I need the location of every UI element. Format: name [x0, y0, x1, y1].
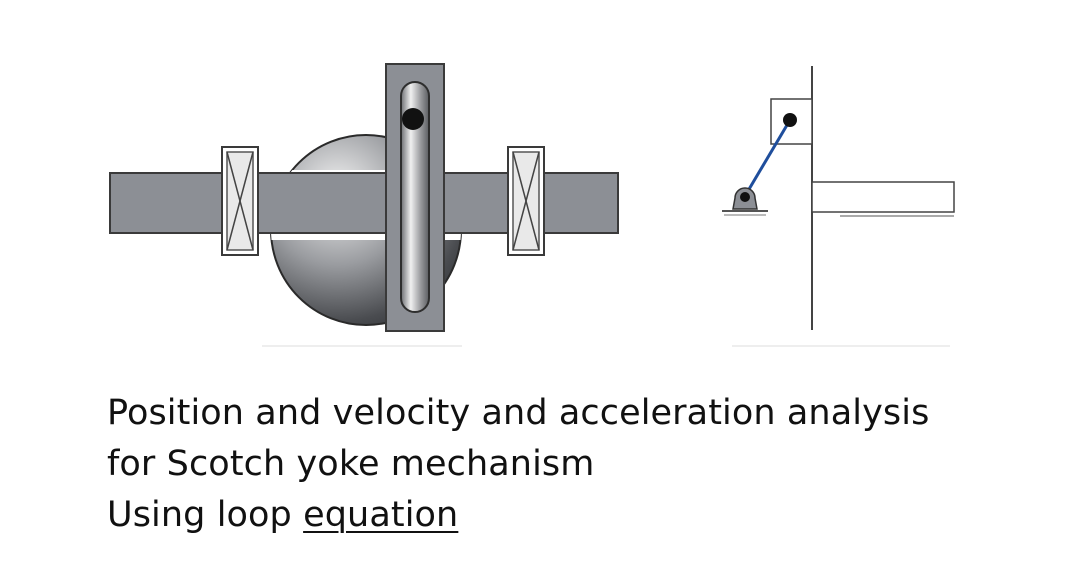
- schematic-output-rod: [811, 181, 955, 213]
- schematic-slider-pin: [783, 113, 797, 127]
- scotch-yoke-drawing: [109, 63, 619, 332]
- caption-line-3-prefix: Using loop: [107, 495, 304, 535]
- right-guide-bearing: [507, 146, 545, 256]
- schematic-crank-link: [743, 119, 792, 197]
- schematic-drawing: [722, 66, 955, 330]
- caption-underlined-word: equation: [303, 495, 459, 535]
- caption: Position and velocity and acceleration a…: [107, 388, 1047, 541]
- caption-line-1: Position and velocity and acceleration a…: [107, 393, 930, 433]
- left-guide-bearing: [221, 146, 259, 256]
- caption-line-2: for Scotch yoke mechanism: [107, 444, 595, 484]
- crank-pin: [402, 108, 424, 130]
- yoke-slot: [400, 81, 430, 313]
- ground-pivot: [722, 187, 768, 216]
- caption-line-3: Using loop equation: [107, 490, 1047, 541]
